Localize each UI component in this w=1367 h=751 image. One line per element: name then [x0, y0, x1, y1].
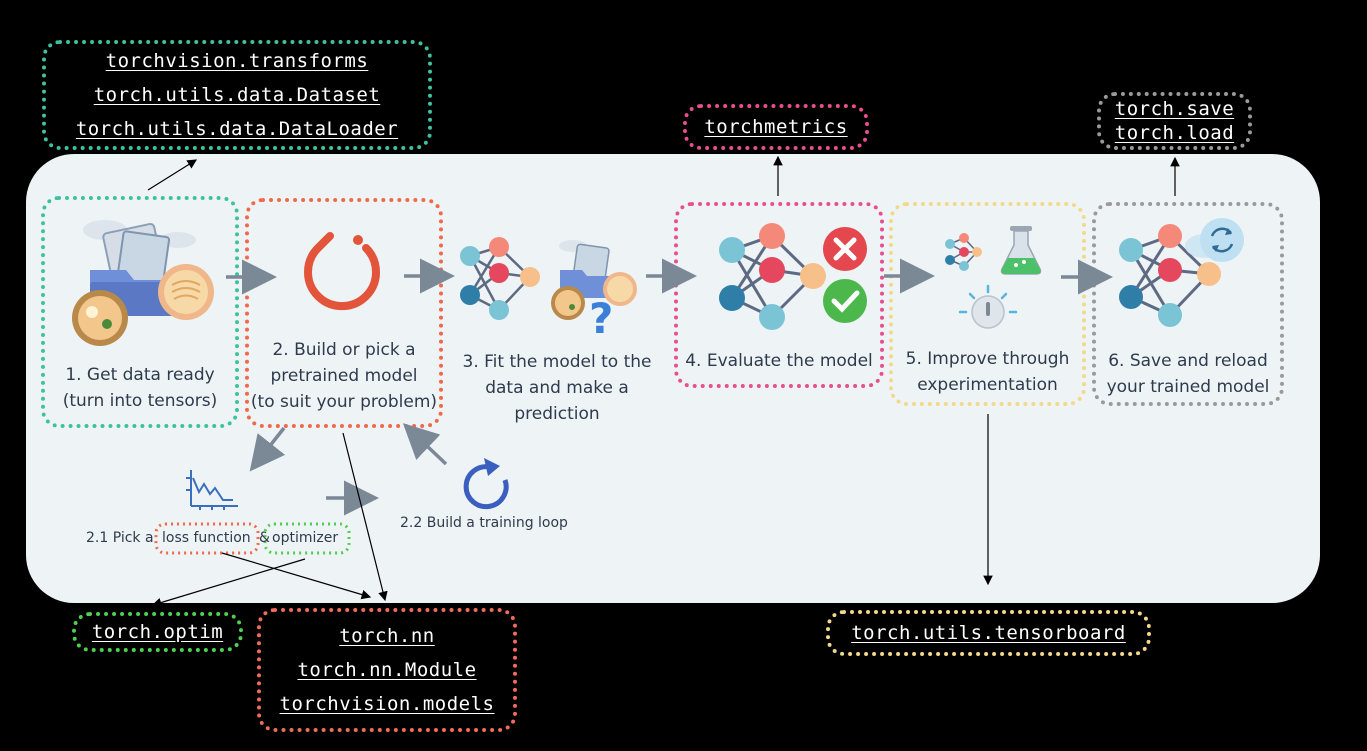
folder-food-small-icon	[551, 240, 637, 320]
step5-box	[889, 202, 1086, 406]
step5-line1: 5. Improve through	[905, 349, 1070, 369]
code-torch-nn-module[interactable]: torch.nn.Module	[297, 659, 477, 681]
step1-label: 1. Get data ready (turn into tensors)	[48, 362, 232, 414]
step2-box	[245, 198, 443, 428]
save-code-box: torch.save torch.load	[1097, 92, 1252, 150]
code-torchvision-models[interactable]: torchvision.models	[279, 693, 495, 715]
step3-line1: 3. Fit the model to the	[462, 352, 652, 372]
nn-code-box: torch.nn torch.nn.Module torchvision.mod…	[257, 608, 517, 732]
metrics-code-box: torchmetrics	[683, 104, 869, 150]
neural-network-icon	[460, 237, 540, 320]
evaluate-network-icon	[719, 223, 826, 330]
substep-2-1-prefix: 2.1 Pick a	[86, 530, 154, 546]
flask-icon	[1000, 226, 1042, 275]
step1-line1: 1. Get data ready	[65, 365, 215, 385]
step5-label: 5. Improve through experimentation	[893, 346, 1082, 398]
step6-label: 6. Save and reload your trained model	[1096, 348, 1280, 400]
code-torch-nn[interactable]: torch.nn	[339, 625, 435, 647]
pytorch-logo-icon	[304, 232, 380, 310]
substep-loss-function: loss function	[162, 530, 251, 546]
step4-line1: 4. Evaluate the model	[685, 351, 873, 371]
folder-food-images-icon	[72, 220, 214, 346]
step1-box	[41, 196, 239, 428]
code-torch-optim[interactable]: torch.optim	[91, 621, 224, 643]
code-dataset[interactable]: torch.utils.data.Dataset	[93, 84, 381, 106]
step4-box	[674, 202, 884, 388]
step6-box	[1092, 202, 1284, 406]
step6-line1: 6. Save and reload	[1108, 351, 1268, 371]
code-torch-load[interactable]: torch.load	[1114, 122, 1235, 144]
optim-code-box: torch.optim	[72, 612, 243, 652]
code-tensorboard[interactable]: torch.utils.tensorboard	[851, 622, 1126, 644]
loop-arrow-icon	[463, 458, 509, 510]
step2-label: 2. Build or pick a pretrained model (to …	[248, 337, 440, 415]
workflow-panel	[26, 154, 1320, 603]
step3-label: 3. Fit the model to the data and make a …	[452, 349, 662, 427]
code-torchvision-transforms[interactable]: torchvision.transforms	[105, 50, 369, 72]
step3-line3: prediction	[514, 404, 600, 424]
save-network-icon	[1119, 224, 1221, 327]
code-dataloader[interactable]: torch.utils.data.DataLoader	[75, 118, 399, 140]
step5-line2: experimentation	[917, 375, 1058, 395]
tensorboard-code-box: torch.utils.tensorboard	[826, 610, 1151, 656]
substep-ampersand: &	[259, 530, 270, 546]
check-circle-icon	[823, 279, 867, 323]
code-torchmetrics[interactable]: torchmetrics	[704, 116, 848, 138]
step4-label: 4. Evaluate the model	[678, 348, 880, 374]
step2-line3: (to suit your problem)	[250, 392, 438, 412]
question-mark-icon: ?	[589, 294, 613, 343]
lightbulb-icon	[958, 284, 1018, 329]
substep-optimizer: optimizer	[272, 530, 339, 546]
reload-icon	[1185, 218, 1244, 262]
loss-curve-icon	[186, 470, 238, 510]
step3-line2: data and make a	[485, 378, 629, 398]
substep-2-2-label: 2.2 Build a training loop	[400, 515, 568, 531]
small-network-icon	[945, 233, 982, 271]
data-code-box: torchvision.transforms torch.utils.data.…	[42, 40, 432, 150]
code-torch-save[interactable]: torch.save	[1114, 98, 1235, 120]
step1-line2: (turn into tensors)	[62, 391, 218, 411]
x-circle-icon	[823, 227, 867, 271]
step2-line2: pretrained model	[270, 366, 418, 386]
step6-line2: your trained model	[1106, 377, 1270, 397]
step2-line1: 2. Build or pick a	[272, 340, 416, 360]
